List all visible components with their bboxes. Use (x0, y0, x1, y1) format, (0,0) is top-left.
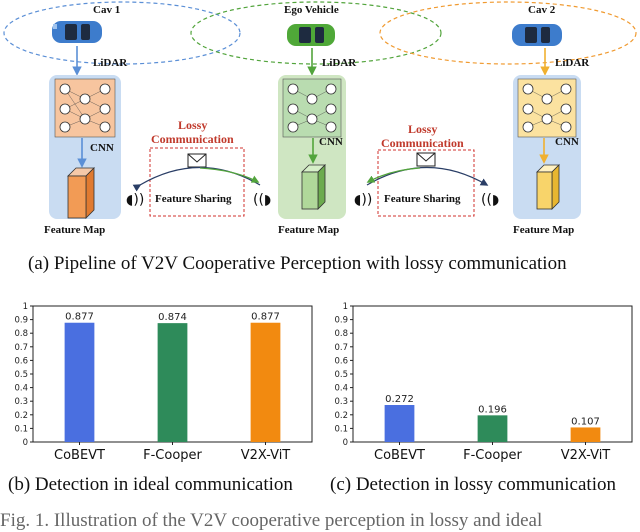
link2-lossy-label: Lossy (408, 122, 437, 136)
y-tick-label: 0.1 (334, 424, 348, 434)
bar-value-label: 0.196 (478, 404, 507, 415)
cav1-label: Cav 1 (93, 4, 120, 16)
cav2-range-ellipse (379, 1, 637, 65)
y-tick-label: 0.7 (14, 343, 28, 353)
link1-signal-left-icon: ◖)) (126, 192, 144, 208)
link1-mail-icon (187, 153, 207, 168)
ego-range-ellipse (190, 1, 442, 65)
bar-cobevt (64, 322, 95, 442)
y-tick-label: 0.1 (14, 424, 28, 434)
y-tick-label: 0.3 (14, 397, 28, 407)
y-tick-label: 0.5 (14, 370, 28, 380)
link2-arc (366, 166, 489, 186)
y-tick-label: 0.3 (334, 397, 348, 407)
link1-lossy-box (149, 147, 245, 217)
ego-label: Ego Vehicle (284, 4, 339, 16)
caption-b: (b) Detection in ideal communication (8, 474, 293, 495)
cav2-cnn-label: CNN (555, 136, 579, 148)
cav1-range-ellipse (3, 1, 241, 65)
caption-a: (a) Pipeline of V2V Cooperative Percepti… (28, 253, 567, 274)
cav2-feature-map-icon (536, 164, 560, 210)
cav2-label: Cav 2 (528, 4, 556, 16)
x-tick-label: V2X-ViT (241, 448, 291, 463)
bar-v2x-vit (250, 322, 281, 442)
bar-cobevt (384, 405, 415, 442)
cav2-feature-map-label: Feature Map (513, 224, 574, 236)
y-tick-label: 0.7 (334, 343, 348, 353)
bar-value-label: 0.877 (65, 312, 94, 323)
y-tick-label: 0.6 (14, 356, 28, 366)
x-tick-label: F-Cooper (463, 448, 522, 463)
link1-feature-sharing-label: Feature Sharing (155, 193, 232, 205)
cav1-cnn-label: CNN (90, 142, 114, 154)
y-tick-label: 0.4 (334, 384, 348, 394)
y-tick-label: 0.9 (14, 316, 28, 326)
link2-lossy-box (377, 149, 475, 217)
bar-value-label: 0.272 (385, 394, 414, 405)
link2-signal-left-icon: ◖)) (354, 192, 372, 208)
ego-feature-map-icon (301, 164, 326, 210)
ego-feature-map-label: Feature Map (278, 224, 339, 236)
bar-f-cooper (477, 415, 508, 442)
y-tick-label: 0.8 (14, 329, 28, 339)
chart-lossy: 0 0.1 0.2 0.3 0.4 0.5 0.6 0.7 0.8 0.9 1 0.272CoBEVT… (334, 302, 633, 463)
link2-mail-icon (416, 152, 436, 167)
bar-v2x-vit (570, 427, 601, 442)
bar-f-cooper (157, 323, 188, 442)
figure-footer: Fig. 1. Illustration of the V2V cooperat… (0, 510, 543, 531)
y-tick-label: 0.2 (14, 411, 28, 421)
caption-c: (c) Detection in lossy communication (330, 474, 616, 495)
y-tick-label: 1 (23, 302, 28, 312)
chart-ideal: 0 0.1 0.2 0.3 0.4 0.5 0.6 0.7 0.8 0.9 1 0.877CoBEVT… (14, 302, 313, 463)
pipeline-diagram: Cav 1 Ego Vehicle Cav 2 LiDAR LiDAR LiDA… (3, 1, 637, 236)
cav1-car-icon (52, 21, 102, 43)
cav1-cnn-icon (54, 78, 116, 138)
cav1-feature-map-icon (67, 167, 95, 219)
y-tick-label: 0 (343, 438, 348, 448)
y-tick-label: 0.6 (334, 356, 348, 366)
y-tick-label: 1 (343, 302, 348, 312)
ego-cnn-icon (282, 78, 342, 138)
cav2-lidar-label: LiDAR (555, 57, 590, 69)
link1-communication-label: Communication (151, 132, 234, 146)
x-tick-label: CoBEVT (374, 448, 425, 463)
y-tick-label: 0.2 (334, 411, 348, 421)
bar-value-label: 0.877 (251, 312, 280, 323)
cav2-car-icon (512, 24, 562, 46)
ego-car-icon (287, 24, 335, 46)
link1-arc (132, 166, 261, 192)
y-tick-label: 0.5 (334, 370, 348, 380)
cav1-feature-map-label: Feature Map (44, 224, 105, 236)
link2-feature-sharing-label: Feature Sharing (384, 193, 461, 205)
link1-signal-right-icon: ((◗ (253, 192, 271, 208)
cav1-lidar-label: LiDAR (93, 57, 128, 69)
bar-value-label: 0.107 (571, 416, 600, 427)
cav2-cnn-icon (517, 78, 577, 138)
x-tick-label: V2X-ViT (561, 448, 611, 463)
x-tick-label: CoBEVT (54, 448, 105, 463)
link2-communication-label: Communication (381, 136, 464, 150)
link2-signal-right-icon: ((◗ (481, 192, 499, 208)
bar-value-label: 0.874 (158, 312, 187, 323)
x-tick-label: F-Cooper (143, 448, 202, 463)
y-tick-label: 0.9 (334, 316, 348, 326)
y-tick-label: 0 (23, 438, 28, 448)
ego-cnn-label: CNN (319, 136, 343, 148)
ego-lidar-label: LiDAR (322, 57, 357, 69)
y-tick-label: 0.4 (14, 384, 28, 394)
link1-lossy-label: Lossy (178, 118, 207, 132)
y-tick-label: 0.8 (334, 329, 348, 339)
